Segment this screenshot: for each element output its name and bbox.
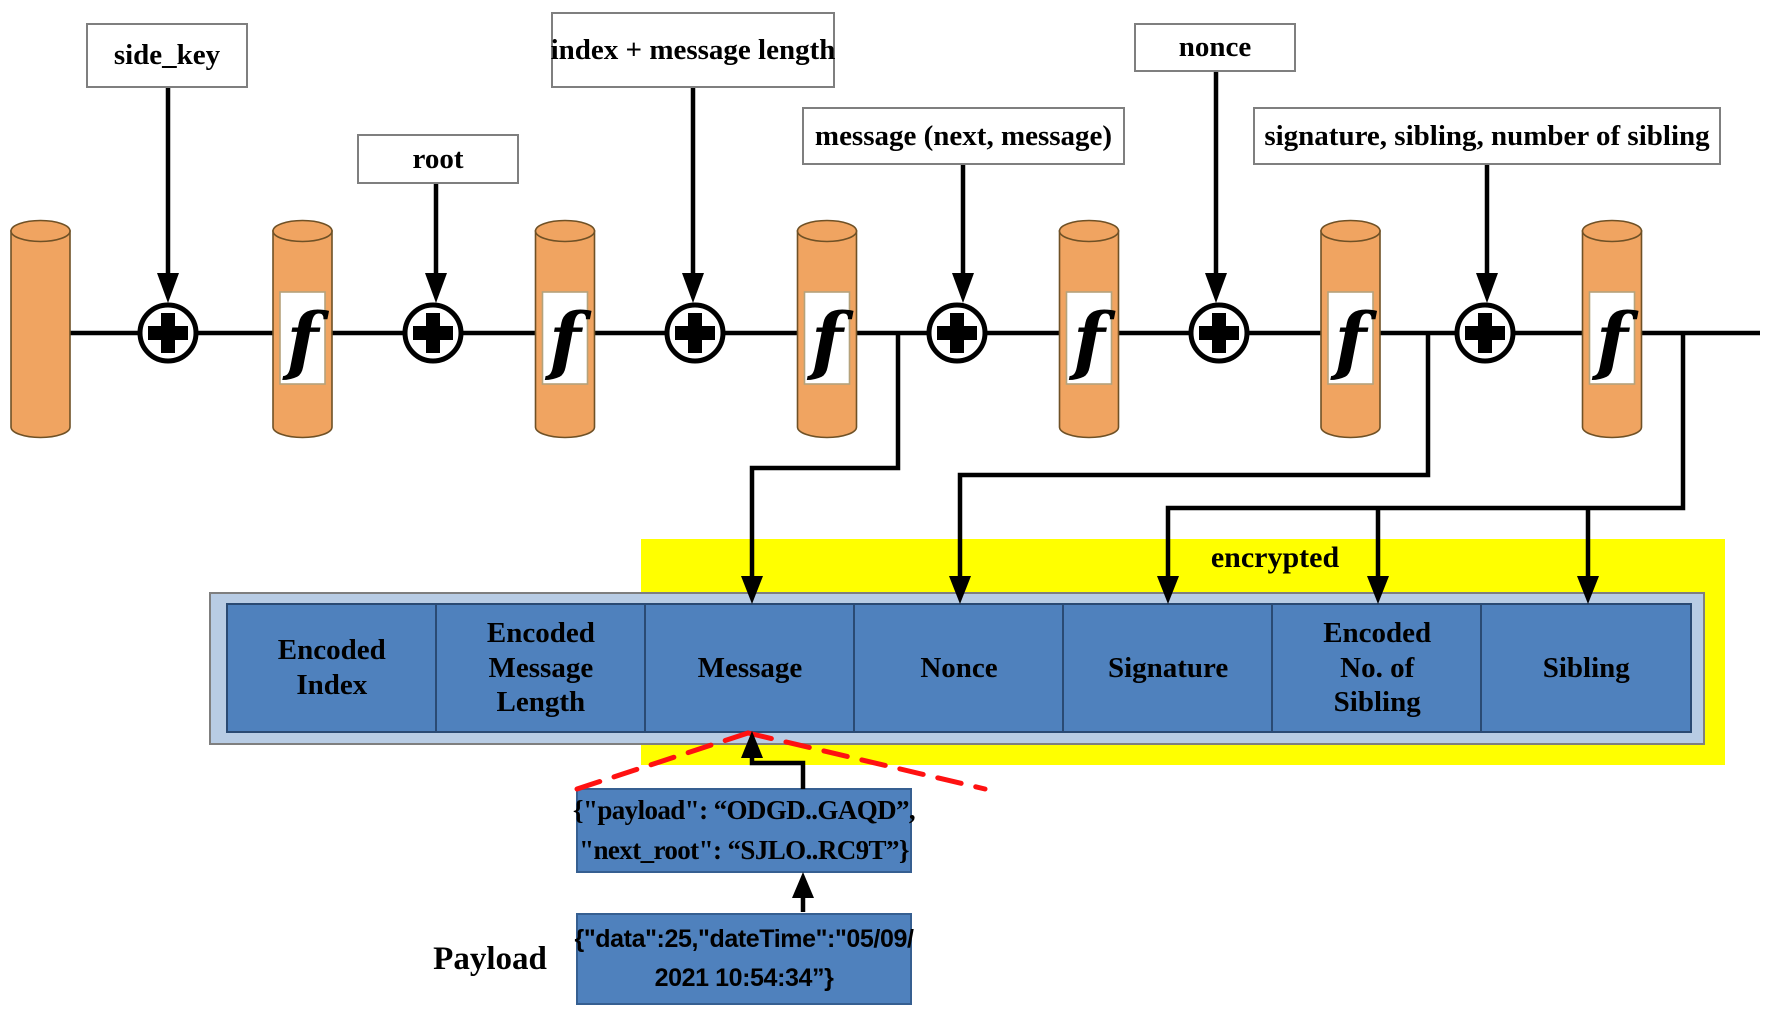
svg-text:f: f bbox=[1068, 298, 1116, 384]
arrowhead-side-key bbox=[157, 273, 179, 303]
label-side-key: side_key bbox=[86, 23, 248, 88]
round-function-5: f bbox=[1327, 291, 1378, 385]
svg-text:f: f bbox=[806, 298, 854, 384]
svg-text:f: f bbox=[544, 298, 592, 384]
state-cylinder-6 bbox=[1320, 219, 1381, 439]
encrypted-label: encrypted bbox=[1210, 541, 1340, 574]
cell-signature: Signature bbox=[1062, 603, 1274, 733]
state-cylinder-4 bbox=[796, 219, 858, 439]
arrowhead-root bbox=[425, 273, 447, 303]
xor-index-message-length bbox=[664, 302, 726, 364]
cell-encoded-no-of-sibling: Encoded No. of Sibling bbox=[1271, 603, 1483, 733]
arrowhead-message bbox=[952, 273, 974, 303]
cell-nonce: Nonce bbox=[853, 603, 1065, 733]
state-cylinder-3 bbox=[534, 219, 596, 439]
arrowhead-into-encoded-payload bbox=[792, 872, 814, 898]
arrowhead-index bbox=[682, 273, 704, 303]
state-cylinder-7 bbox=[1581, 219, 1643, 439]
round-function-2: f bbox=[541, 291, 592, 385]
cell-sibling: Sibling bbox=[1480, 603, 1693, 733]
label-message: message (next, message) bbox=[802, 107, 1125, 165]
xor-root bbox=[402, 302, 464, 364]
round-function-3: f bbox=[803, 291, 854, 385]
xor-signature-sibling bbox=[1454, 302, 1516, 364]
cell-message: Message bbox=[644, 603, 856, 733]
xor-nonce bbox=[1188, 302, 1250, 364]
xor-side-key bbox=[137, 302, 199, 364]
arrowhead-signature bbox=[1476, 273, 1498, 303]
label-nonce: nonce bbox=[1134, 23, 1296, 72]
label-index-message-length: index + message length bbox=[551, 12, 835, 88]
round-function-6: f bbox=[1588, 291, 1639, 385]
svg-text:f: f bbox=[282, 298, 330, 384]
cell-encoded-message-length: Encoded Message Length bbox=[435, 603, 647, 733]
svg-text:f: f bbox=[1330, 298, 1378, 384]
state-cylinder-1 bbox=[10, 219, 71, 439]
state-cylinder-2 bbox=[272, 219, 333, 439]
label-signature-sibling: signature, sibling, number of sibling bbox=[1253, 107, 1721, 165]
svg-text:f: f bbox=[1591, 298, 1639, 384]
round-function-1: f bbox=[279, 291, 330, 385]
arrowhead-nonce bbox=[1205, 273, 1227, 303]
label-root: root bbox=[357, 134, 519, 184]
xor-message bbox=[926, 302, 988, 364]
packet-table: Encoded Index Encoded Message Length Mes… bbox=[226, 603, 1693, 733]
raw-payload-box: {"data":25,"dateTime":"05/09/ 2021 10:54… bbox=[575, 913, 914, 1005]
state-cylinder-5 bbox=[1058, 219, 1120, 439]
encoded-payload-box: {"payload": “ODGD..GAQD”, "next_root": “… bbox=[573, 788, 916, 873]
cell-encoded-index: Encoded Index bbox=[226, 603, 438, 733]
round-function-4: f bbox=[1065, 291, 1116, 385]
payload-label: Payload bbox=[433, 941, 547, 977]
